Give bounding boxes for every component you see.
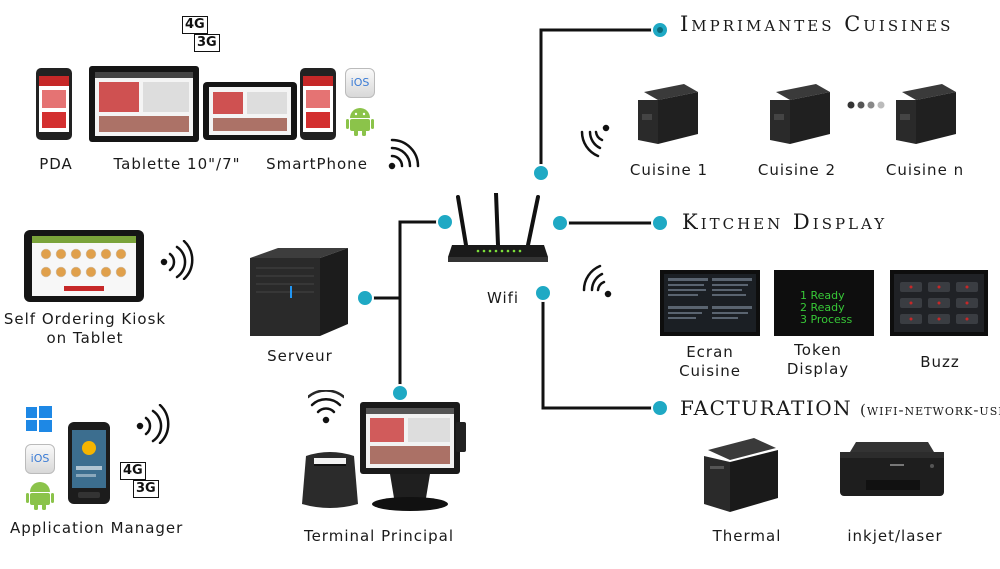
server-tower	[250, 248, 348, 336]
token-line-3: 3 Process	[800, 313, 853, 326]
label-wifi: Wifi	[486, 289, 520, 307]
badge-4g-manager: 4G	[120, 462, 146, 480]
label-inkjet: inkjet/laser	[847, 527, 943, 545]
token-line-2: 2 Ready	[800, 301, 845, 314]
token-line-1: 1 Ready	[800, 289, 845, 302]
label-app-manager: Application Manager	[10, 519, 184, 537]
label-kiosk-1: Self Ordering Kiosk	[3, 310, 167, 328]
node-wifi-bottom	[534, 284, 552, 302]
pda-device	[36, 68, 72, 140]
smartphone-device	[300, 68, 336, 140]
label-kiosk-2: on Tablet	[46, 329, 124, 347]
kitchen-printer-1	[638, 84, 698, 144]
label-printer-2: Cuisine 2	[757, 161, 837, 179]
kiosk-wireless-icon	[160, 240, 194, 280]
terminal-wireless-icon	[308, 390, 344, 424]
manager-wireless-icon	[136, 404, 170, 444]
label-terminal: Terminal Principal	[303, 527, 455, 545]
label-server: Serveur	[267, 347, 333, 365]
manager-phone-device	[68, 422, 110, 504]
label-ecran-2: Cuisine	[679, 362, 741, 380]
android-icon	[346, 108, 374, 136]
ecran-cuisine-screen	[660, 270, 760, 336]
label-tablet: Tablette 10"/7"	[113, 155, 241, 173]
ellipsis-dots	[847, 101, 885, 109]
title-billing-sub: (wifi-network-usb)	[859, 401, 1000, 419]
label-ecran-1: Ecran	[686, 343, 734, 361]
title-kitchen-display: Kitchen Display	[682, 210, 888, 234]
android-icon-manager	[26, 482, 54, 510]
kitchen-wireless-icon	[582, 264, 612, 298]
ios-icon-manager: iOS	[25, 444, 55, 474]
kiosk-tablet-device	[24, 230, 144, 302]
printers-wireless-icon	[580, 124, 610, 158]
node-billing	[651, 399, 669, 417]
tablet-device	[89, 66, 199, 142]
label-printer-1: Cuisine 1	[629, 161, 709, 179]
wifi-router	[448, 193, 548, 262]
inkjet-printer	[840, 442, 944, 496]
pos-terminal	[360, 402, 466, 511]
label-pda: PDA	[39, 155, 73, 173]
title-billing-main: FACTURATION	[680, 396, 853, 420]
node-terminal	[391, 384, 409, 402]
label-token-2: Display	[786, 360, 850, 378]
node-wifi-right	[551, 214, 569, 232]
label-buzz: Buzz	[920, 353, 960, 371]
label-smartphone: SmartPhone	[266, 155, 368, 173]
node-server	[356, 289, 374, 307]
label-thermal: Thermal	[712, 527, 782, 545]
kitchen-printer-n	[896, 84, 956, 144]
thermal-printer	[704, 438, 778, 512]
node-kitchen	[651, 214, 669, 232]
token-display-screen: 1 Ready 2 Ready 3 Process	[774, 270, 874, 336]
node-wifi-left	[436, 213, 454, 231]
receipt-printer	[302, 452, 358, 508]
badge-4g: 4G	[182, 16, 208, 34]
tablet-small-device	[203, 82, 297, 140]
kitchen-printer-2	[770, 84, 830, 144]
title-printers: Imprimantes Cuisines	[680, 12, 954, 36]
wireless-signal-icon	[388, 138, 420, 170]
windows-icon	[26, 406, 52, 432]
label-printer-n: Cuisine n	[885, 161, 965, 179]
label-token-1: Token	[794, 341, 842, 359]
badge-3g: 3G	[194, 34, 220, 52]
badge-3g-manager: 3G	[133, 480, 159, 498]
buzz-screen	[890, 270, 988, 336]
node-wifi-top	[532, 164, 550, 182]
title-billing: FACTURATION (wifi-network-usb)	[680, 396, 1000, 420]
ios-icon: iOS	[345, 68, 375, 98]
